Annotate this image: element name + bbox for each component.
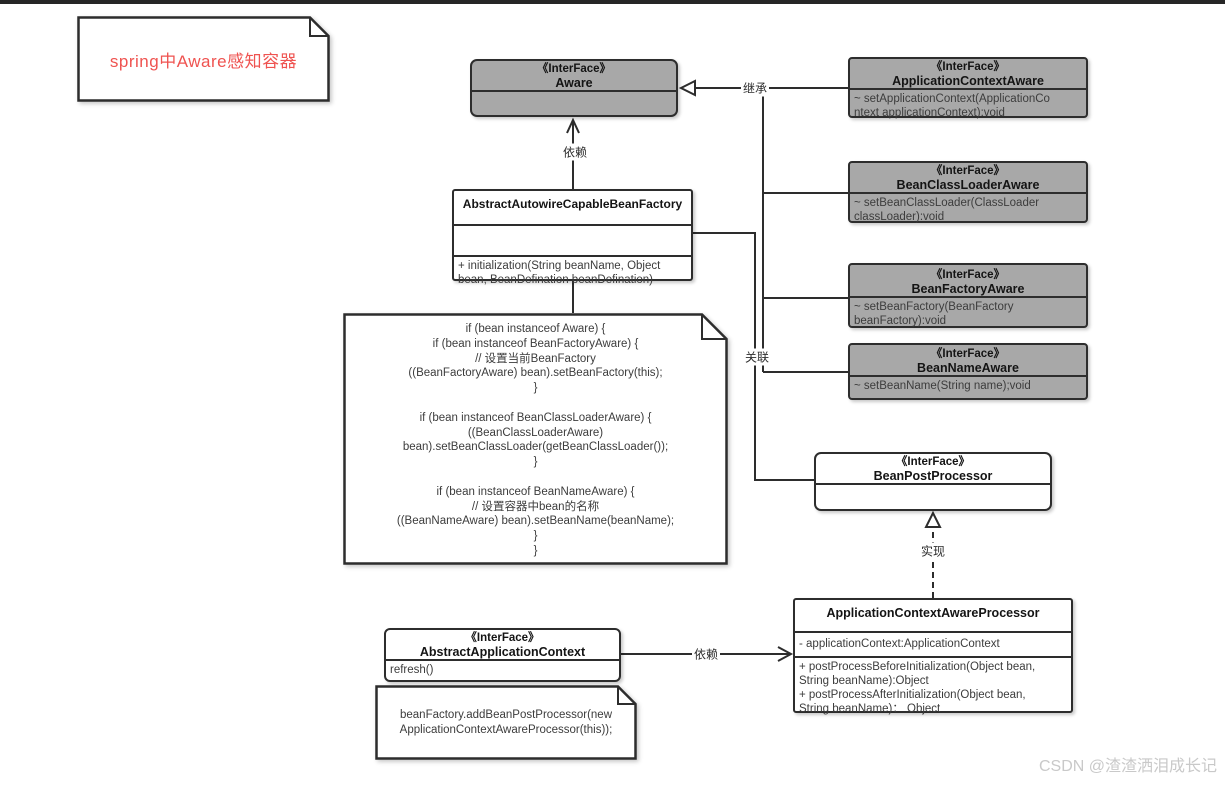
- class-box-application-context-aware-processor: ApplicationContextAwareProcessor - appli…: [793, 598, 1073, 715]
- class-name: BeanFactoryAware: [911, 282, 1025, 296]
- class-title: 《InterFace》 BeanFactoryAware: [850, 265, 1086, 296]
- stereotype-label: 《InterFace》: [930, 348, 1006, 360]
- edge-label-dependency-processor: 依赖: [691, 645, 721, 663]
- edge-label-association: 关联: [742, 348, 772, 366]
- class-title: ApplicationContextAwareProcessor: [795, 600, 1071, 631]
- class-name: AbstractAutowireCapableBeanFactory: [462, 197, 683, 211]
- method-section: refresh(): [386, 659, 619, 680]
- dependency-processor-arrow: [777, 646, 794, 662]
- class-title: 《InterFace》 ApplicationContextAware: [850, 59, 1086, 88]
- class-title: 《InterFace》 BeanPostProcessor: [816, 454, 1050, 483]
- note-outline: [77, 16, 330, 102]
- method-section: ~ setApplicationContext(ApplicationCo nt…: [850, 88, 1086, 122]
- class-title: 《InterFace》 BeanClassLoaderAware: [850, 163, 1086, 192]
- method-section: ~ setBeanClassLoader(ClassLoader classLo…: [850, 192, 1086, 226]
- class-box-bean-post-processor: 《InterFace》 BeanPostProcessor: [814, 452, 1052, 511]
- empty-field-section: [454, 224, 691, 255]
- class-title: 《InterFace》 AbstractApplicationContext: [386, 630, 619, 659]
- class-title: AbstractAutowireCapableBeanFactory: [454, 191, 691, 224]
- class-box-aware: 《InterFace》 Aware: [470, 59, 678, 117]
- implementation-hollow-arrow: [924, 510, 942, 528]
- class-name: BeanNameAware: [917, 361, 1019, 375]
- class-name: ApplicationContextAware: [892, 74, 1044, 88]
- title-sticky-note: spring中Aware感知容器: [77, 16, 330, 102]
- refresh-code-text: beanFactory.addBeanPostProcessor(new App…: [399, 708, 613, 736]
- empty-member-section: [816, 483, 1050, 509]
- stereotype-label: 《InterFace》: [930, 61, 1006, 73]
- class-title: 《InterFace》 BeanNameAware: [850, 345, 1086, 375]
- edge-label-inheritance: 继承: [740, 79, 770, 97]
- initialization-code-text: if (bean instanceof Aware) { if (bean in…: [396, 323, 675, 557]
- inheritance-hollow-arrow: [678, 79, 696, 97]
- class-name: AbstractApplicationContext: [419, 645, 586, 659]
- stereotype-label: 《InterFace》: [930, 165, 1006, 177]
- stereotype-label: 《InterFace》: [930, 269, 1006, 281]
- class-name: BeanClassLoaderAware: [896, 178, 1040, 192]
- dependency-aware-arrow: [566, 117, 580, 134]
- class-box-bean-factory-aware: 《InterFace》 BeanFactoryAware ~ setBeanFa…: [848, 263, 1088, 328]
- class-box-bean-name-aware: 《InterFace》 BeanNameAware ~ setBeanName(…: [848, 343, 1088, 400]
- csdn-watermark: CSDN @渣渣洒泪成长记: [1038, 758, 1217, 775]
- class-box-bean-class-loader-aware: 《InterFace》 BeanClassLoaderAware ~ setBe…: [848, 161, 1088, 223]
- class-title: 《InterFace》 Aware: [472, 61, 676, 90]
- class-box-abstract-autowire-capable-bean-factory: AbstractAutowireCapableBeanFactory + ini…: [452, 189, 693, 286]
- method-section: ~ setBeanFactory(BeanFactory beanFactory…: [850, 296, 1086, 330]
- method-section: ~ setBeanName(String name);void: [850, 375, 1086, 398]
- class-box-abstract-application-context: 《InterFace》 AbstractApplicationContext r…: [384, 628, 621, 682]
- stereotype-label: 《InterFace》: [465, 632, 540, 644]
- class-name: Aware: [555, 76, 593, 90]
- class-name: BeanPostProcessor: [873, 469, 993, 483]
- initialization-code-note: if (bean instanceof Aware) { if (bean in…: [343, 313, 728, 565]
- class-name: ApplicationContextAwareProcessor: [826, 606, 1040, 620]
- refresh-code-note: beanFactory.addBeanPostProcessor(new App…: [375, 685, 637, 760]
- note-outline: [375, 685, 637, 760]
- stereotype-label: 《InterFace》: [536, 63, 612, 75]
- title-note-text: spring中Aware感知容器: [109, 51, 298, 71]
- edge-label-implementation: 实现: [918, 542, 948, 560]
- top-border-bar: [0, 0, 1225, 4]
- edge-label-dependency-aware: 依赖: [560, 143, 590, 161]
- method-section: + postProcessBeforeInitialization(Object…: [795, 656, 1071, 718]
- empty-member-section: [472, 90, 676, 115]
- stereotype-label: 《InterFace》: [895, 456, 971, 468]
- method-section: + initialization(String beanName, Object…: [454, 255, 691, 289]
- field-section: - applicationContext:ApplicationContext: [795, 631, 1071, 656]
- class-box-application-context-aware: 《InterFace》 ApplicationContextAware ~ se…: [848, 57, 1088, 119]
